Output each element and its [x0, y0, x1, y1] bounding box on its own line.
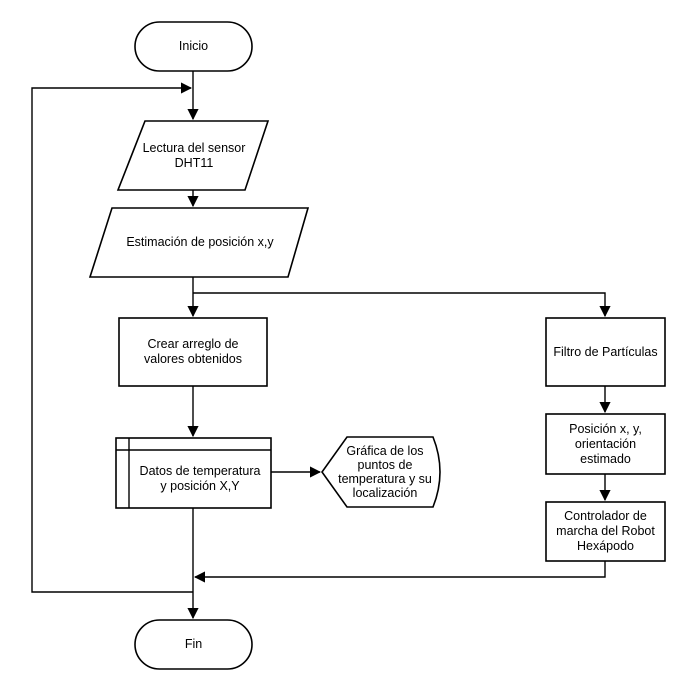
- estimate-position-label: Estimación de posición x,y: [126, 235, 274, 249]
- end-terminal: [134, 619, 253, 670]
- read-sensor-label: Lectura del sensor DHT11: [142, 140, 246, 170]
- estimate-position-parallelogram: [88, 207, 310, 278]
- start-label: Inicio: [178, 39, 209, 53]
- plot-label: Gráfica de los puntos de temperatura y s…: [338, 444, 432, 500]
- gait-controller-label: Controlador de marcha del Robot Hexápodo: [556, 509, 655, 553]
- arrow-loop-back: [31, 82, 193, 593]
- create-array-label: Crear arreglo de valores obtenidos: [144, 337, 242, 366]
- estimated-pose-label: Posición x, y, orientación estimado: [569, 421, 642, 466]
- particle-filter-label: Filtro de Partículas: [553, 344, 658, 359]
- plot-display: [321, 436, 441, 508]
- particle-filter-process: [545, 317, 666, 387]
- arrow-controller-to-main: [193, 561, 606, 583]
- arrow-estimate-to-filter: [193, 292, 611, 318]
- temp-data-label: Datos de temperatura y posición X,Y: [139, 464, 261, 493]
- read-sensor-parallelogram: [116, 120, 270, 191]
- gait-controller-process: [545, 501, 666, 562]
- end-label: Fin: [184, 637, 203, 651]
